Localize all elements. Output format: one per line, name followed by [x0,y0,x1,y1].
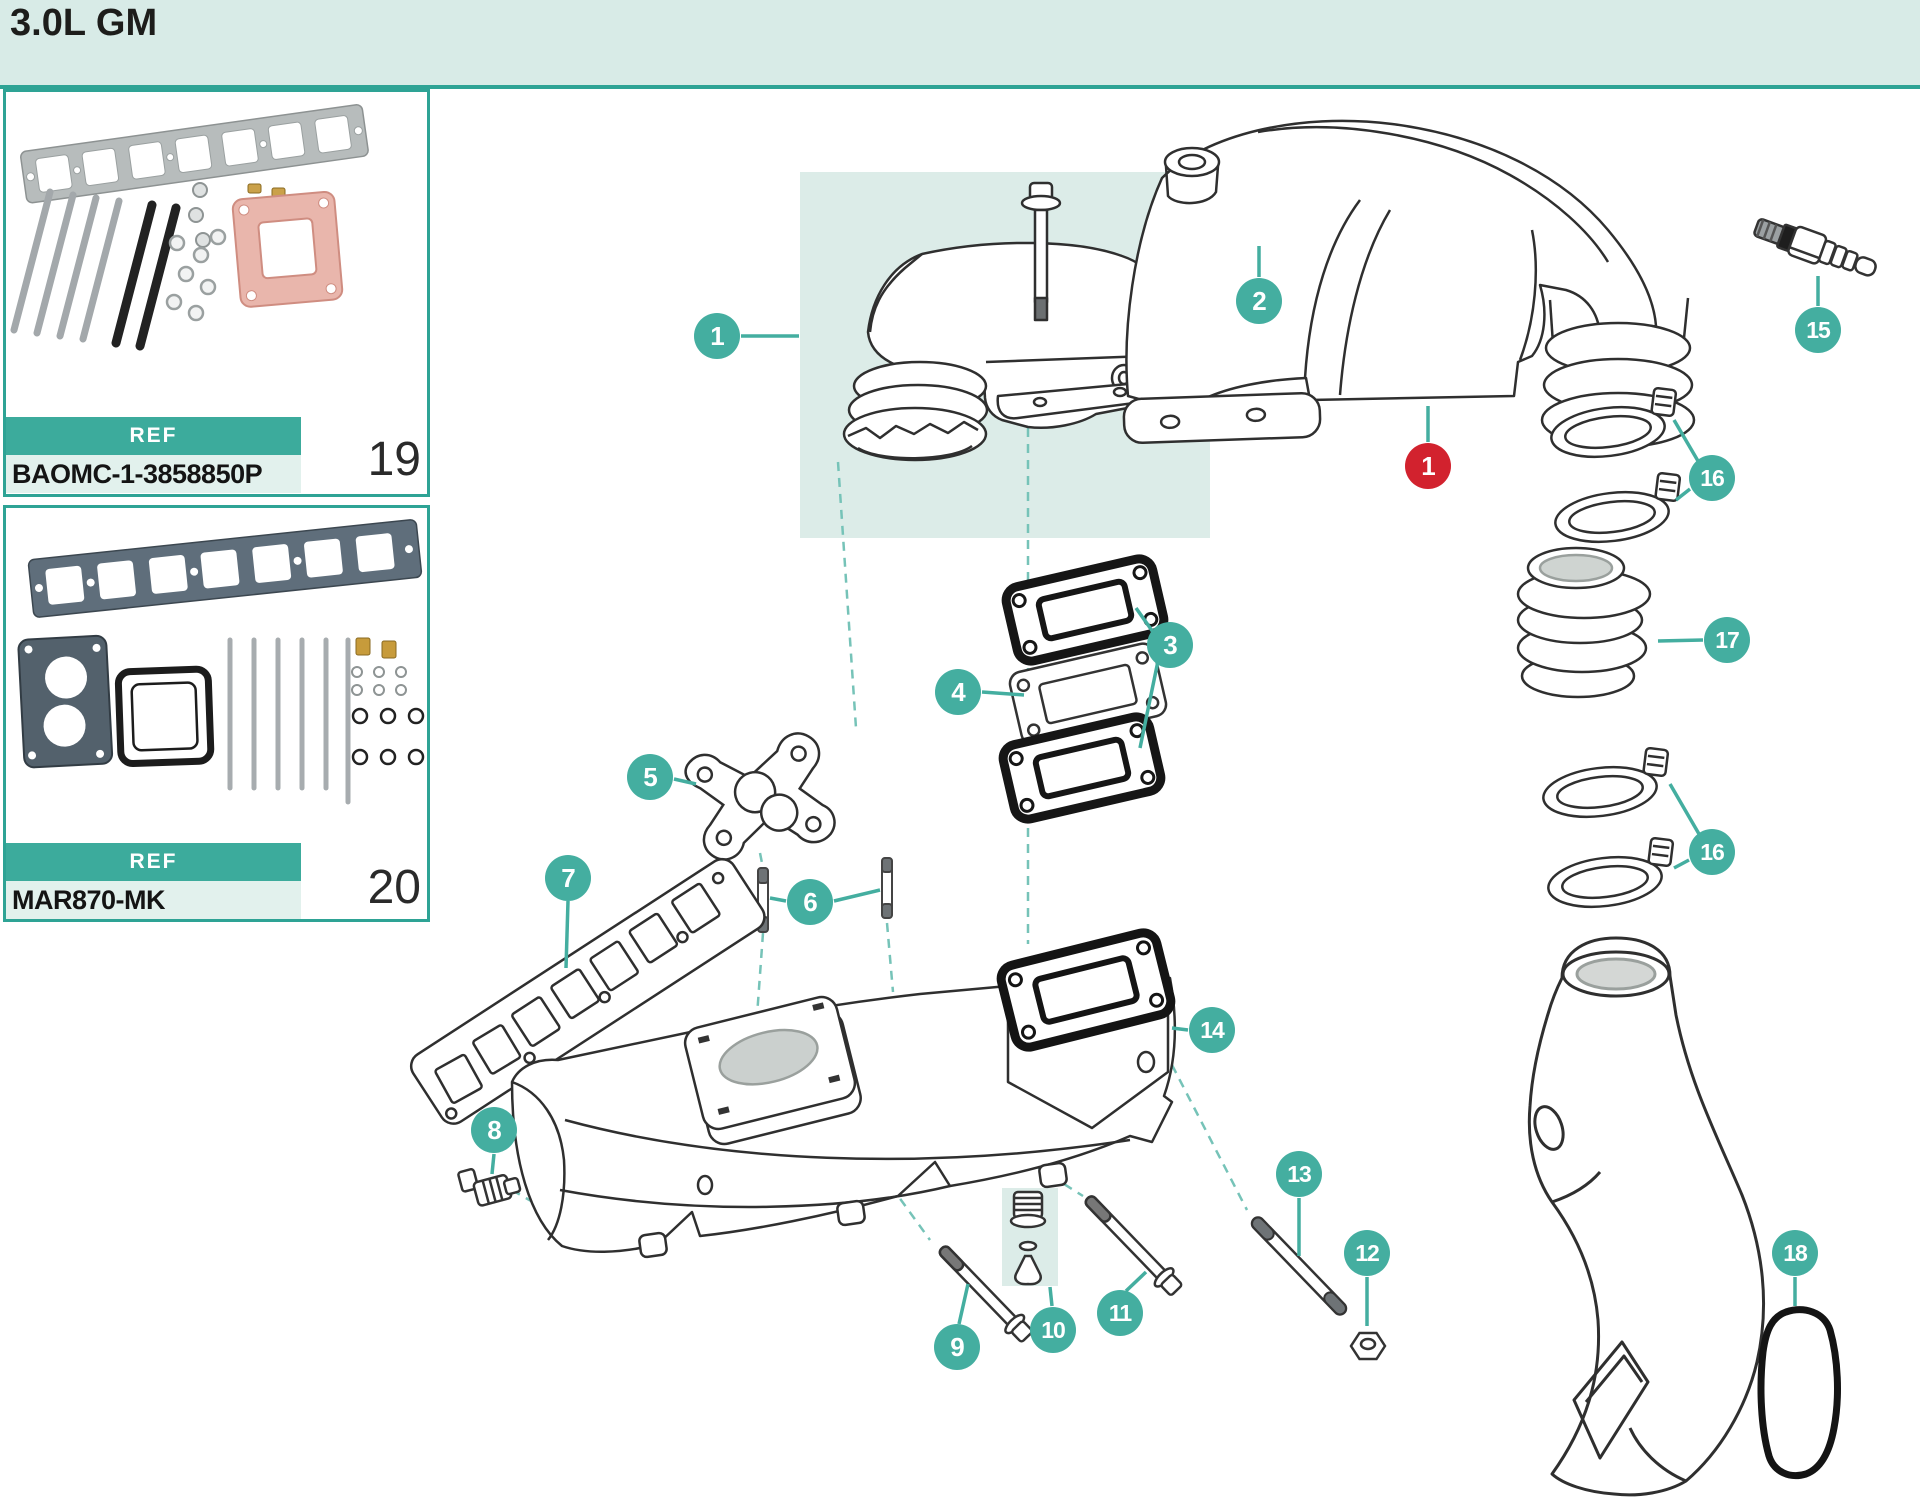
stud-13-drawing [1250,1216,1348,1316]
nut-12-drawing [1349,1331,1387,1361]
callout-11[interactable]: 11 [1097,1290,1143,1336]
callout-16-upper[interactable]: 16 [1689,455,1735,501]
callout-8[interactable]: 8 [471,1107,517,1153]
riser-gasket-bottom-drawing [998,712,1166,824]
riser-gasket-top-drawing [1001,554,1169,666]
callout-9[interactable]: 9 [934,1324,980,1370]
callout-16-lower[interactable]: 16 [1689,829,1735,875]
assembly-dashed-lines [511,428,1249,1241]
highlight-panel-drain-plug [1002,1188,1058,1286]
callout-4[interactable]: 4 [935,669,981,715]
restrictor-gasket-drawing [1008,642,1168,746]
callout-17[interactable]: 17 [1704,617,1750,663]
callout-2[interactable]: 2 [1236,278,1282,324]
sensor-fitting-drawing [1753,218,1877,277]
callout-12[interactable]: 12 [1344,1230,1390,1276]
page-title: 3.0L GM [10,2,158,44]
hose-clamps-upper-drawing [1550,386,1682,544]
pipe-gasket-drawing [1757,1306,1841,1480]
page-header [0,0,1920,85]
highlight-panel-manifold [800,172,1210,538]
carb-plate-drawing [684,732,836,861]
ref-label: REF [6,417,301,455]
callout-1-red[interactable]: 1 [1405,443,1451,489]
callout-15[interactable]: 15 [1795,307,1841,353]
item-number: 19 [367,433,421,486]
callout-3[interactable]: 3 [1147,622,1193,668]
callout-18[interactable]: 18 [1772,1230,1818,1276]
ref-box-gasket-kit-19[interactable]: REF BAOMC-1-3858850P 19 [3,89,430,497]
callout-10[interactable]: 10 [1030,1307,1076,1353]
part-number: BAOMC-1-3858850P [6,455,301,493]
bolt-11-drawing [1084,1195,1183,1296]
part-number: MAR870-MK [6,881,301,919]
callout-6[interactable]: 6 [787,879,833,925]
callout-14[interactable]: 14 [1189,1007,1235,1053]
header-divider [0,85,1920,89]
nut-drawing [1242,207,1278,245]
callout-13[interactable]: 13 [1276,1151,1322,1197]
hose-clamps-lower-drawing [1542,746,1675,909]
exhaust-pipe-drawing [1527,936,1766,1497]
callout-5[interactable]: 5 [627,754,673,800]
callout-7[interactable]: 7 [545,855,591,901]
callout-1[interactable]: 1 [694,313,740,359]
item-number: 20 [367,861,421,914]
elbow-fitting-drawing [457,1168,522,1207]
lower-manifold-drawing [510,928,1177,1259]
manifold-gasket-drawing [409,857,766,1125]
ref-label: REF [6,843,301,881]
ref-box-gasket-kit-20[interactable]: REF MAR870-MK 20 [3,505,430,922]
bellows-hose-drawing [1516,546,1652,699]
